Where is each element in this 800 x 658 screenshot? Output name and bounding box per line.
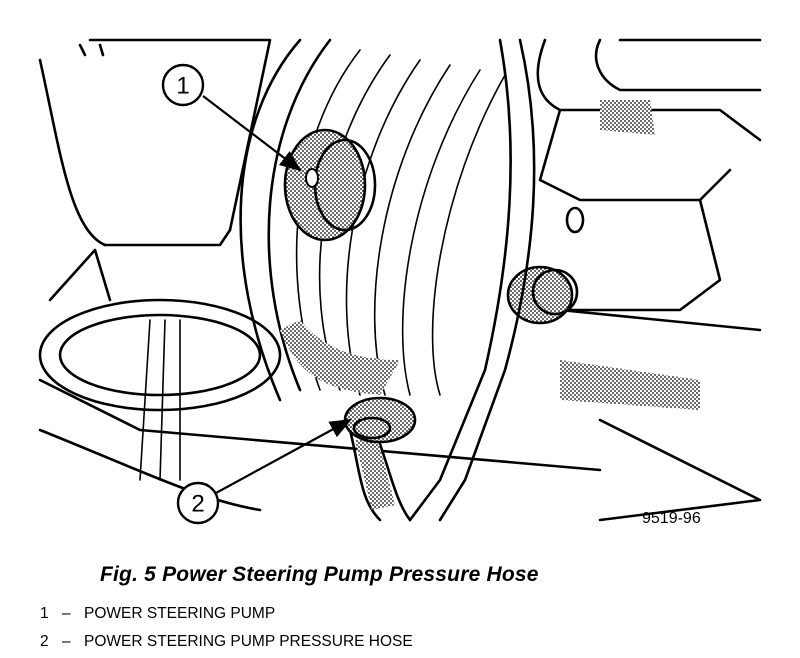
hose-fitting-nut	[343, 396, 417, 444]
pulley	[239, 38, 506, 402]
legend: 1–POWER STEERING PUMP 2–POWER STEERING P…	[40, 600, 413, 656]
reference-code: 9519-96	[642, 510, 701, 527]
legend-number: 1	[40, 605, 49, 622]
legend-label: POWER STEERING PUMP PRESSURE HOSE	[84, 633, 413, 650]
legend-item: 1–POWER STEERING PUMP	[40, 600, 413, 628]
pump-hose-illustration: 1 2 9519-96	[38, 38, 762, 527]
legend-number: 2	[40, 633, 49, 650]
callout-1: 1	[161, 63, 302, 172]
pressure-hose	[348, 38, 536, 522]
legend-dash: –	[62, 605, 71, 622]
figure-caption: Fig. 5 Power Steering Pump Pressure Hose	[100, 563, 539, 586]
callout-2-number: 2	[191, 491, 204, 518]
engine-bracket	[38, 38, 602, 512]
pump-housing	[536, 38, 762, 522]
callout-2: 2	[176, 418, 352, 525]
pump-shaft-boss	[283, 128, 377, 242]
legend-label: POWER STEERING PUMP	[84, 605, 276, 622]
legend-dash: –	[62, 633, 71, 650]
callout-1-number: 1	[176, 73, 189, 100]
oval-loop	[38, 298, 282, 481]
legend-item: 2–POWER STEERING PUMP PRESSURE HOSE	[40, 628, 413, 656]
